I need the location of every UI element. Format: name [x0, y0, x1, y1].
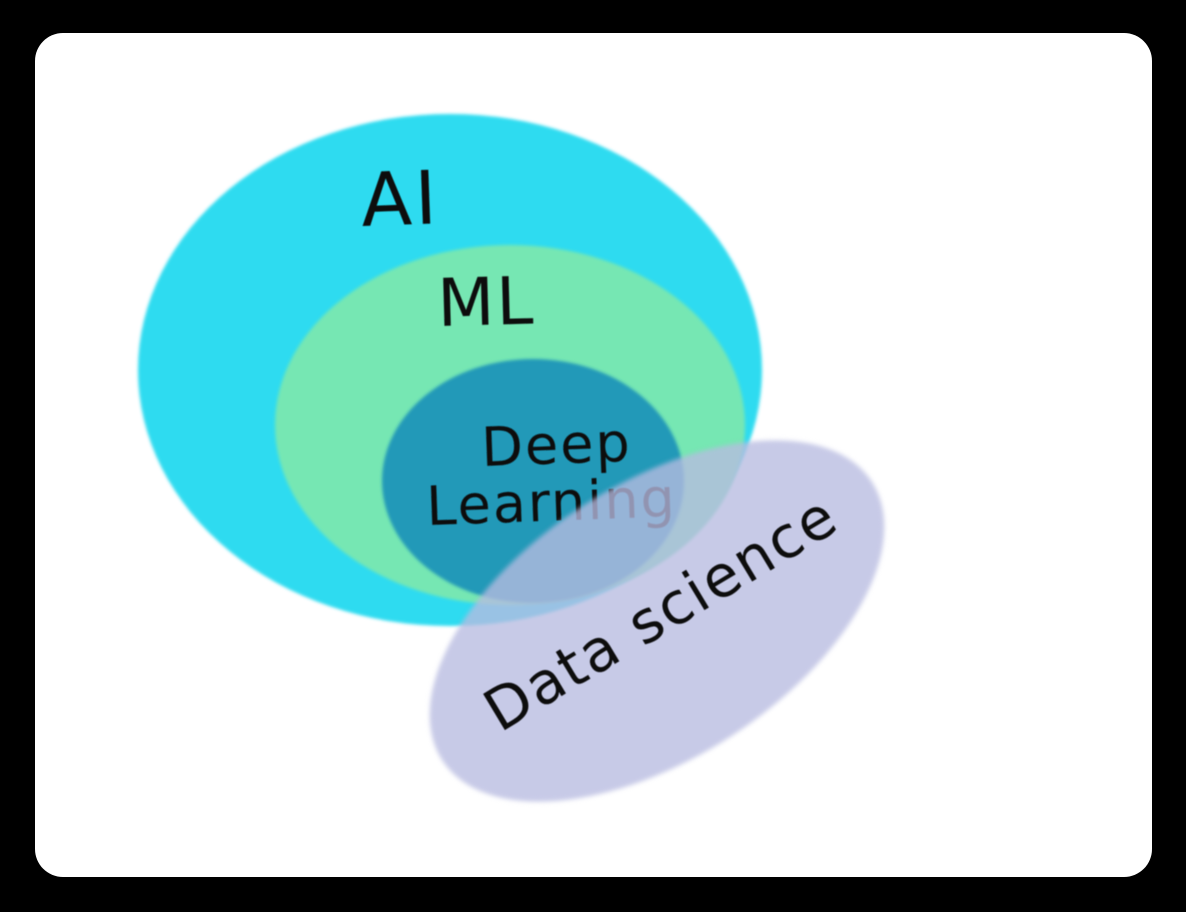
- venn-diagram: AI ML Deep Learning Data science: [138, 114, 947, 876]
- deep-learning-label-line1: Deep: [480, 411, 632, 479]
- data-science-ellipse[interactable]: [368, 367, 947, 876]
- region-data-science[interactable]: [368, 367, 947, 876]
- ml-label: ML: [436, 262, 536, 342]
- ai-label: AI: [360, 155, 441, 244]
- whiteboard-card: AI ML Deep Learning Data science: [35, 33, 1152, 877]
